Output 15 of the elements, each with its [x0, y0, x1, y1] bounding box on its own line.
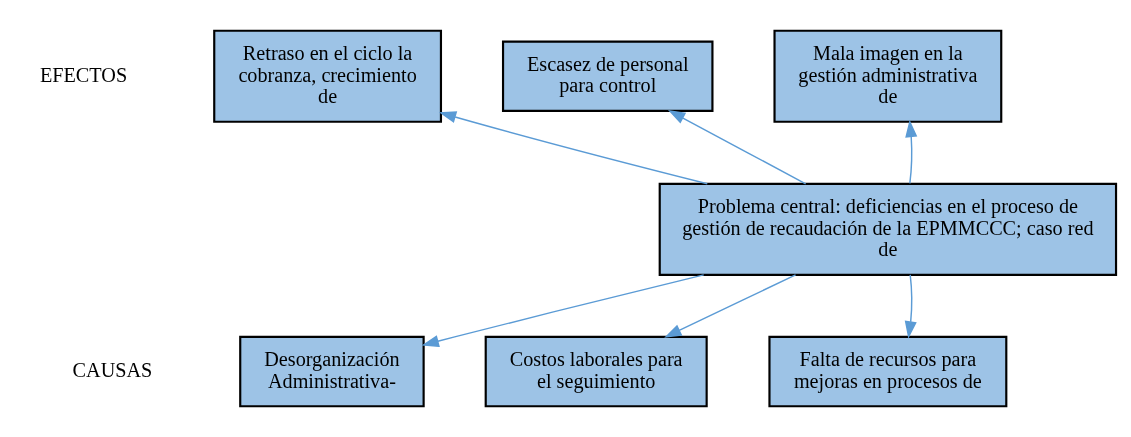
label: CAUSAS	[72, 358, 153, 381]
arrow	[438, 111, 708, 185]
arrow	[664, 274, 797, 338]
label: EFECTOS	[39, 63, 128, 86]
node-box: Costos laborales para el seguimiento	[484, 335, 708, 408]
arrow	[421, 274, 705, 347]
arrow	[667, 110, 807, 185]
node-box: Mala imagen en la gestión administrativa de	[773, 29, 1003, 123]
node-box: Problema central: deficiencias en el proceso de gestión de recaudación de la EPMMCCC; caso red de	[658, 182, 1118, 276]
node-box: Retraso en el ciclo la cobranza, crecimiento de	[213, 29, 443, 123]
arrow	[905, 119, 918, 185]
node-box: Falta de recursos para mejoras en procesos de	[768, 335, 1008, 408]
node-box: Desorganización Administrativa-	[239, 335, 425, 408]
node-box: Escasez de personal para control	[501, 40, 714, 112]
arrow	[904, 274, 917, 339]
